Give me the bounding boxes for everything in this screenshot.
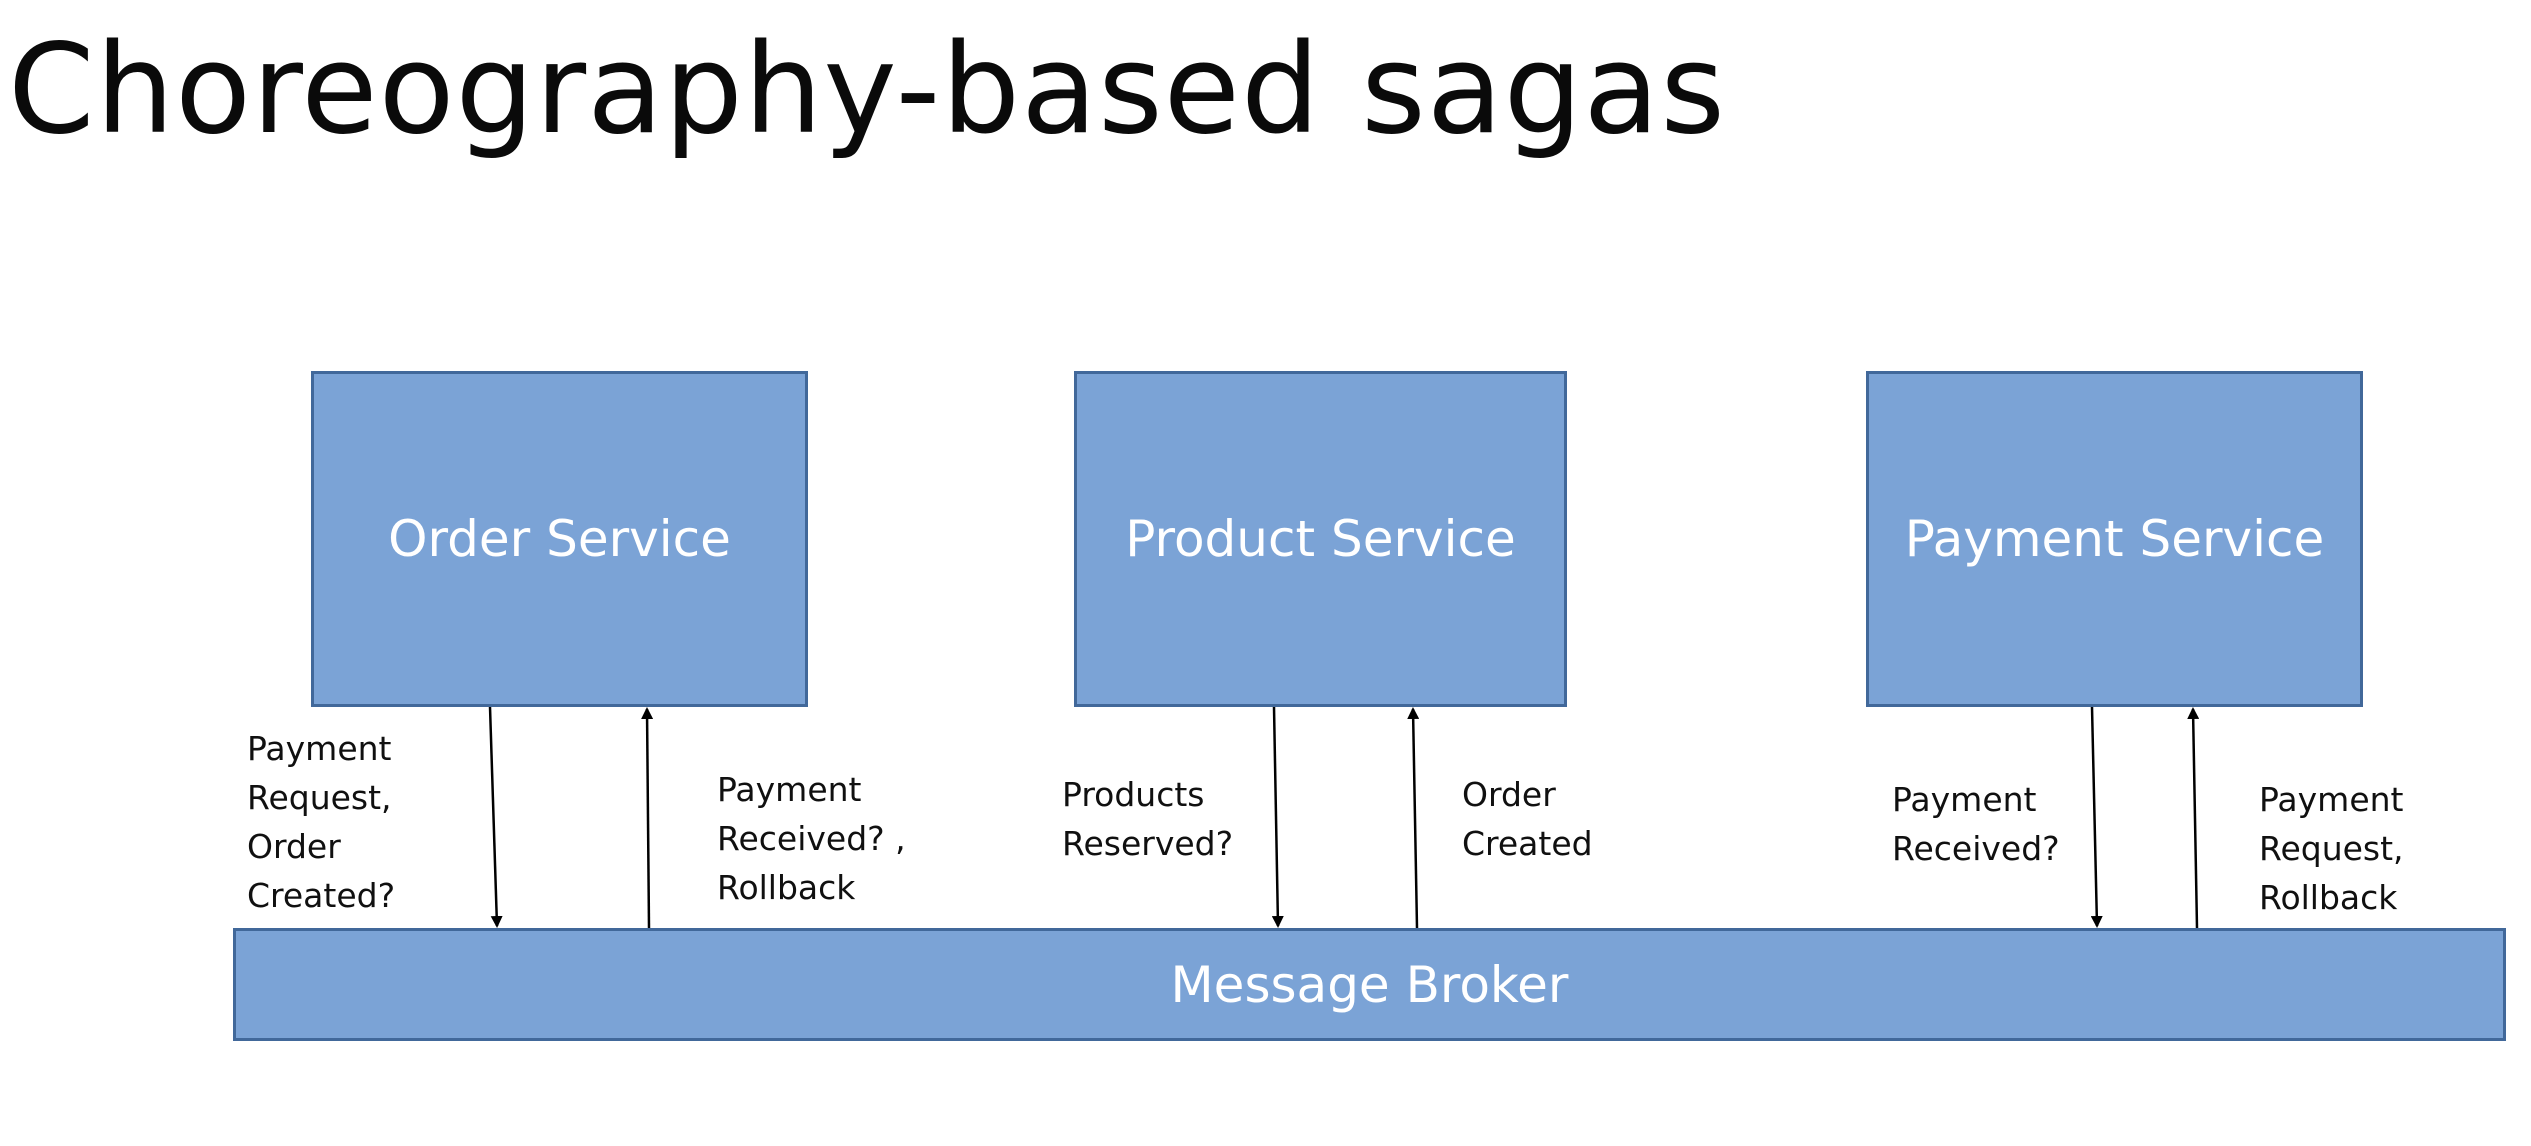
broker-to-order-arrow [641,707,654,929]
payment-service-box: Payment Service [1866,371,2363,707]
order-to-broker-events-label: Payment Request, Order Created? [247,729,396,915]
order-to-broker-arrow [488,706,503,928]
broker-to-payment-arrow [2187,707,2200,929]
order-service-box: Order Service [311,371,808,707]
product-to-broker-arrow [1271,706,1284,928]
payment-service-label: Payment Service [1904,510,2325,568]
message-broker-box: Message Broker [233,928,2506,1041]
payment-to-broker-arrow [2090,706,2103,928]
payment-to-broker-events-label: Payment Received? [1892,780,2060,868]
broker-to-order-events-label: Payment Received? , Rollback [717,770,906,907]
product-service-box: Product Service [1074,371,1567,707]
broker-to-product-events-label: Order Created [1462,775,1593,863]
slide-title: Choreography-based sagas [8,18,1726,162]
product-service-label: Product Service [1125,510,1516,568]
message-broker-label: Message Broker [1170,955,1569,1014]
broker-to-product-arrow [1407,707,1420,929]
product-to-broker-events-label: Products Reserved? [1062,775,1234,863]
broker-to-payment-events-label: Payment Request, Rollback [2259,780,2404,917]
order-service-label: Order Service [388,510,731,568]
